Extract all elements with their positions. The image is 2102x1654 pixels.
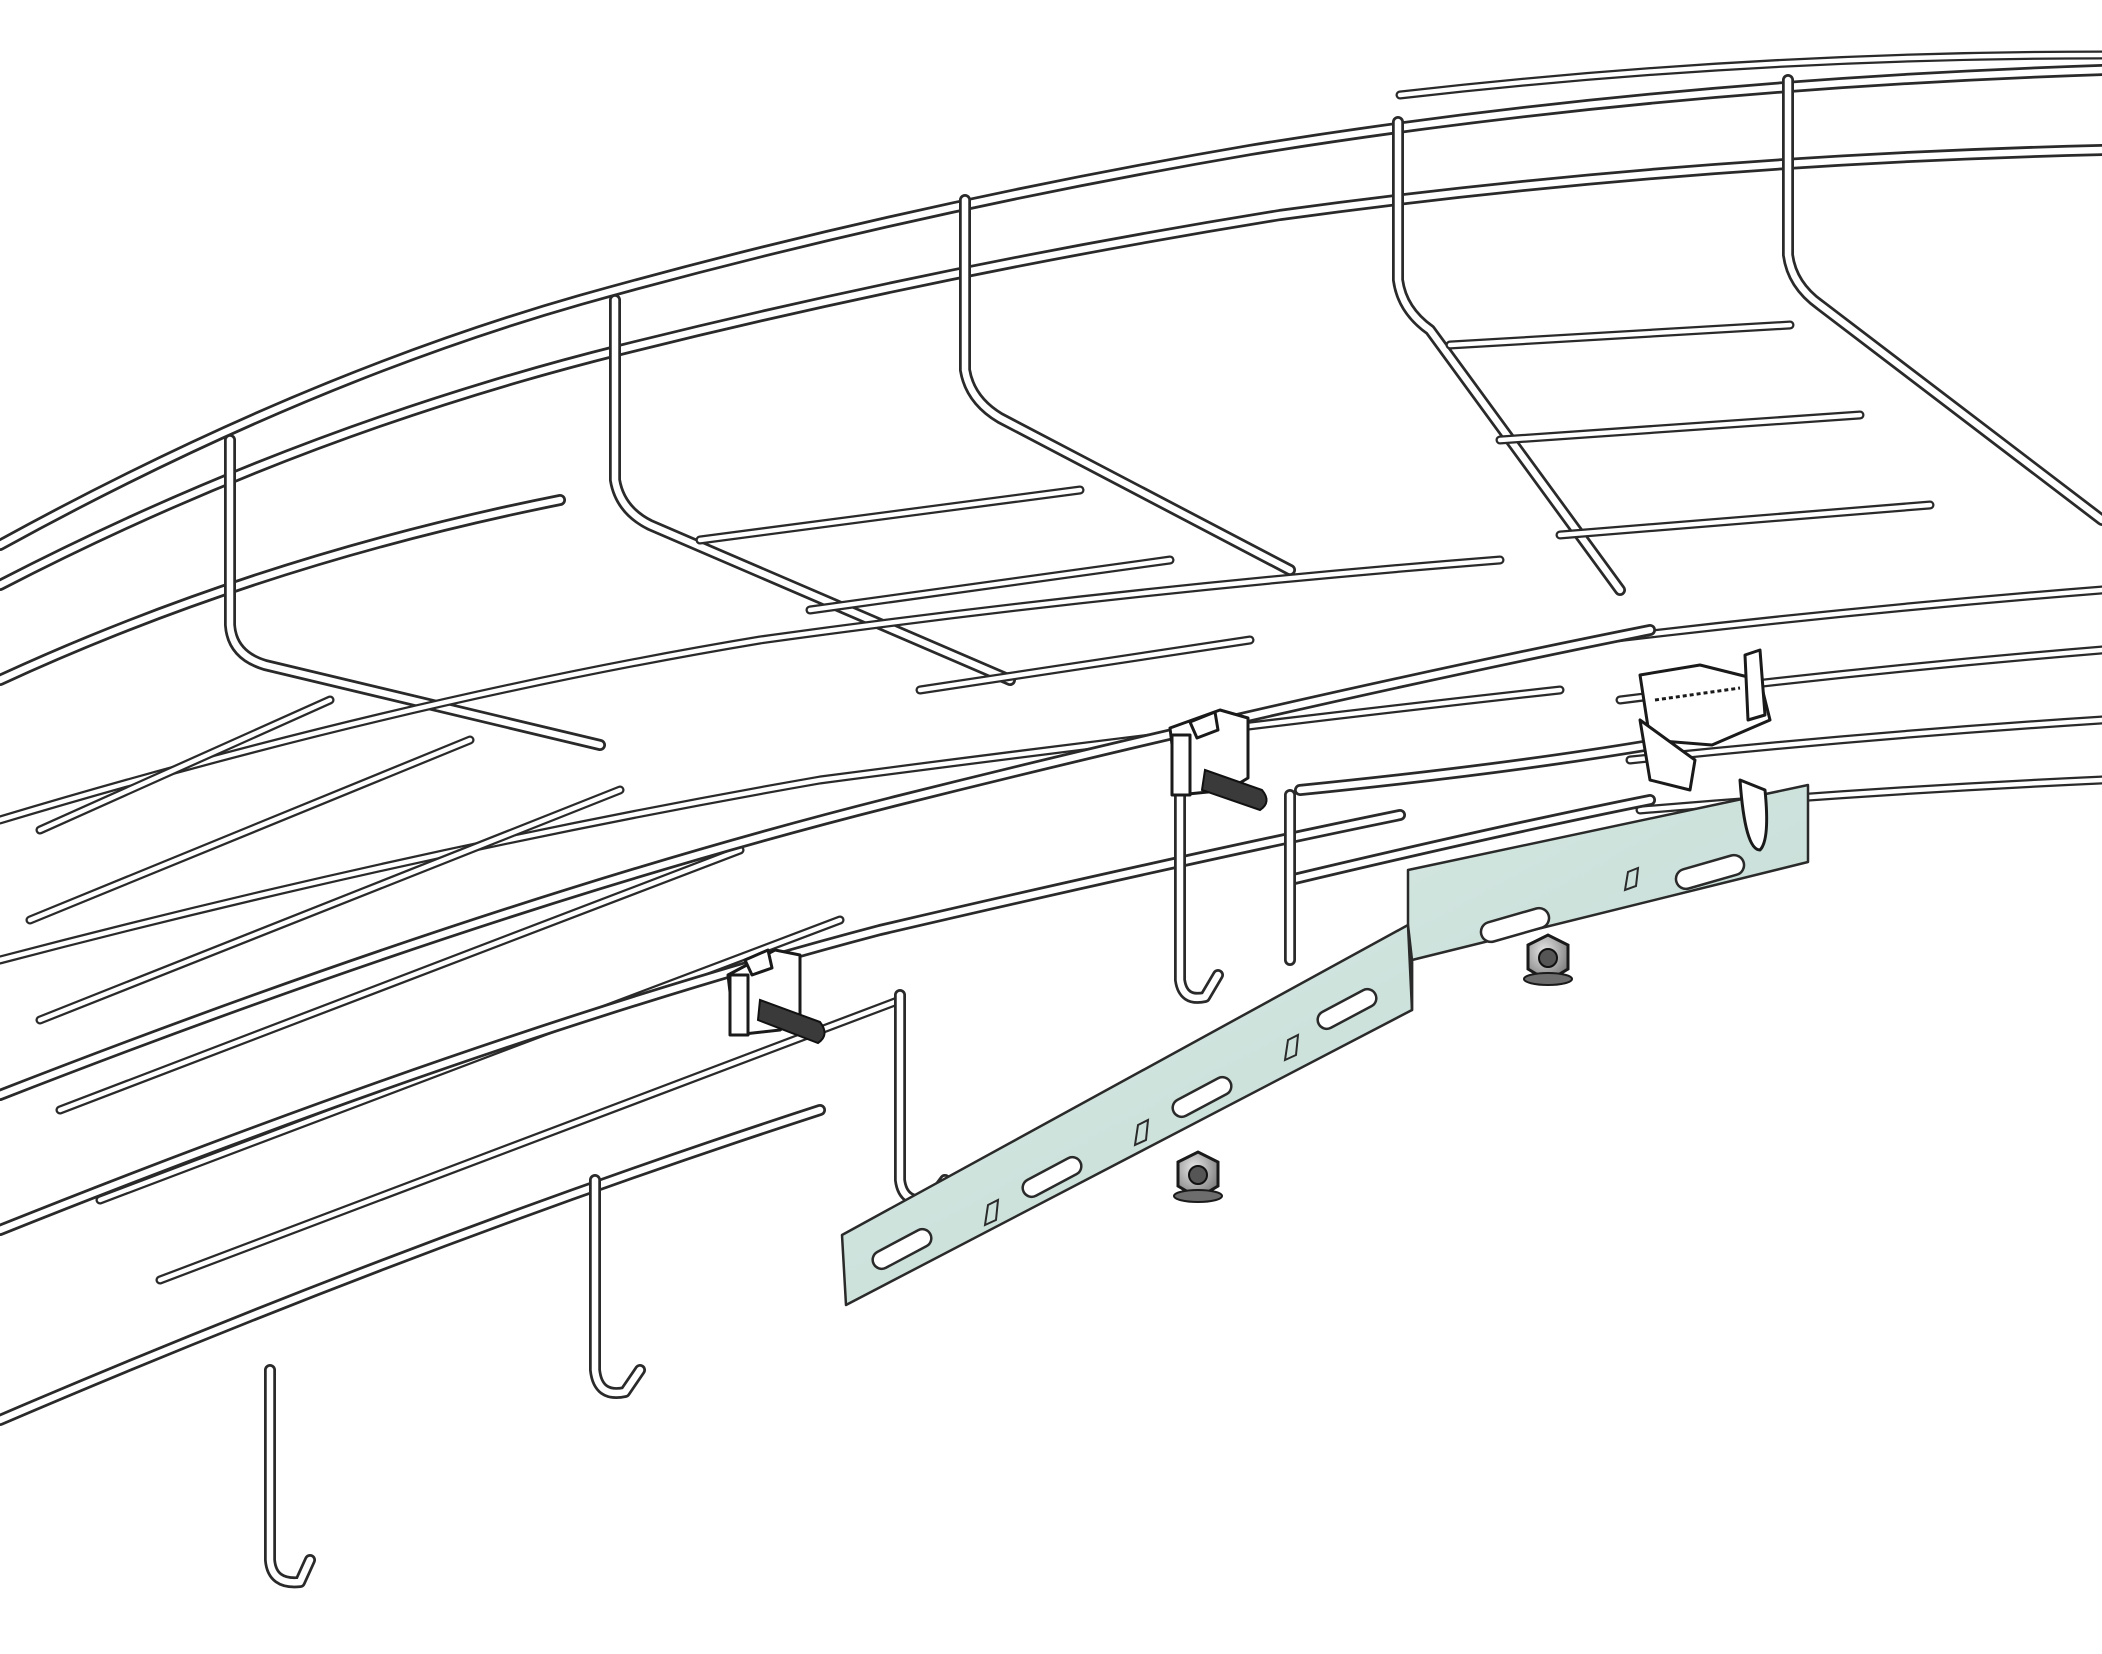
hex-nut-right (1523, 933, 1573, 986)
tray-floor-cross-wires (25, 320, 1935, 1285)
far-side-wall (0, 50, 2102, 686)
tray-floor-wires (0, 555, 2102, 965)
hex-nut-left (1173, 1150, 1223, 1203)
hinge-clamp (1638, 648, 1772, 852)
far-wall-uprights (224, 74, 2102, 751)
near-side-wall (0, 624, 1656, 1426)
splice-plate (840, 783, 1810, 1307)
bolt-clip-left (726, 948, 826, 1045)
bolt-clip-right (1168, 708, 1268, 812)
